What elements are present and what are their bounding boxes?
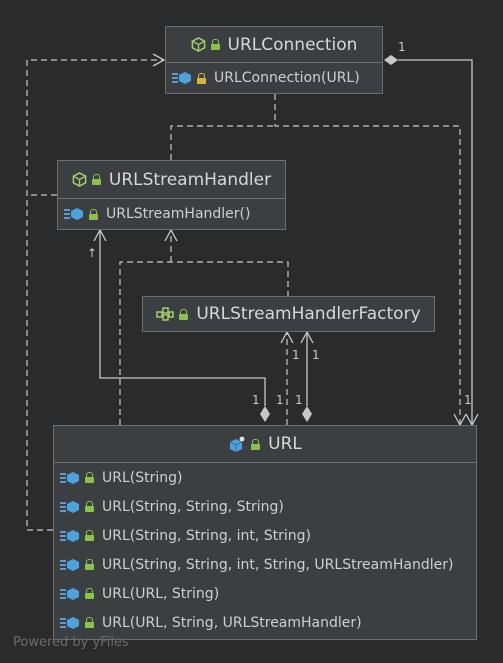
class-icon [191, 37, 205, 52]
edge-arrowhead-handler-left [93, 228, 107, 242]
constructor-icon [64, 208, 83, 220]
lock-icon [85, 472, 94, 483]
edge-connection-dependency [274, 94, 461, 425]
constructor-signature: URLStreamHandler() [106, 206, 251, 222]
lock-icon [91, 174, 101, 185]
constructor-icon [60, 471, 79, 484]
constructor-icon [60, 587, 79, 600]
class-node-header: URLConnection [166, 27, 382, 63]
constructor-member[interactable]: URL(String, String, String) [54, 492, 476, 521]
class-name: URLStreamHandler [108, 169, 272, 190]
constructor-signature: URL(String) [102, 469, 183, 486]
class-node-url[interactable]: URL URL(String) URL(String, String, Stri… [53, 425, 477, 640]
class-icon [229, 436, 245, 452]
constructor-icon [60, 616, 79, 629]
interface-node-urlstreamhandlerfactory[interactable]: URLStreamHandlerFactory [142, 296, 435, 332]
class-node-urlconnection[interactable]: URLConnection URLConnection(URL) [165, 26, 383, 94]
edge-url-handler-dependency [119, 261, 289, 425]
constructor-member[interactable]: URL(String, String, int, String, URLStre… [54, 550, 476, 579]
constructor-icon [172, 72, 191, 84]
multiplicity-label: ↑ [87, 246, 98, 260]
constructor-signature: URL(String, String, int, String, URLStre… [102, 556, 454, 573]
lock-icon [85, 559, 94, 570]
edge-arrowhead-connection-left [152, 53, 166, 67]
lock-icon [85, 617, 94, 628]
edge-connection-to-url-solid [398, 59, 473, 425]
edge-arrowhead-handler-mid [164, 228, 178, 242]
lock-icon [85, 530, 94, 541]
constructor-signature: URL(String, String, String) [102, 498, 284, 515]
constructor-member[interactable]: URL(URL, String, URLStreamHandler) [54, 608, 476, 637]
class-node-header: URLStreamHandlerFactory [143, 297, 434, 331]
lock-icon [210, 39, 220, 50]
constructor-member[interactable]: URLConnection(URL) [166, 63, 382, 93]
edge-url-to-connection-dashed [26, 59, 164, 531]
lock-icon [85, 501, 94, 512]
constructor-member[interactable]: URL(String) [54, 463, 476, 492]
lock-icon [85, 588, 94, 599]
constructor-signature: URL(String, String, int, String) [102, 527, 311, 544]
constructor-icon [60, 558, 79, 571]
constructor-member[interactable]: URL(String, String, int, String) [54, 521, 476, 550]
interface-icon [156, 307, 175, 321]
edge-url-to-handler-solid [99, 230, 266, 406]
constructor-signature: URLConnection(URL) [214, 70, 360, 86]
multiplicity-label: 1 [276, 393, 284, 407]
constructor-icon [60, 500, 79, 513]
lock-icon [197, 72, 206, 84]
watermark: Powered by yFiles [13, 635, 129, 650]
multiplicity-label: 1 [312, 348, 320, 362]
edge-handler-to-connection-dashed [170, 125, 275, 160]
multiplicity-label: 1 [464, 393, 472, 407]
edge-url-handler-diamond [260, 406, 270, 422]
constructor-signature: URL(URL, String) [102, 585, 220, 602]
class-node-header: URLStreamHandler [58, 161, 285, 199]
lock-icon [179, 308, 189, 320]
lock-icon [251, 438, 261, 450]
constructor-icon [60, 529, 79, 542]
interface-name: URLStreamHandlerFactory [196, 304, 421, 324]
constructor-member[interactable]: URLStreamHandler() [58, 199, 285, 229]
multiplicity-label: 1 [398, 40, 406, 54]
lock-icon [89, 208, 98, 220]
multiplicity-label: 1 [292, 348, 300, 362]
edge-arrowhead-factory-right [300, 330, 314, 344]
multiplicity-label: 1 [295, 393, 303, 407]
constructor-signature: URL(URL, String, URLStreamHandler) [102, 614, 362, 631]
class-node-urlstreamhandler[interactable]: URLStreamHandler URLStreamHandler() [57, 160, 286, 230]
class-name: URLConnection [227, 34, 358, 55]
class-node-header: URL [54, 426, 476, 463]
class-icon [72, 172, 87, 187]
edge-arrowhead-factory-left [280, 330, 294, 344]
edge-connection-diamond [384, 55, 398, 65]
multiplicity-label: 1 [252, 393, 260, 407]
edge-url-factory-diamond [302, 406, 312, 422]
constructor-member[interactable]: URL(URL, String) [54, 579, 476, 608]
class-name: URL [268, 434, 302, 454]
